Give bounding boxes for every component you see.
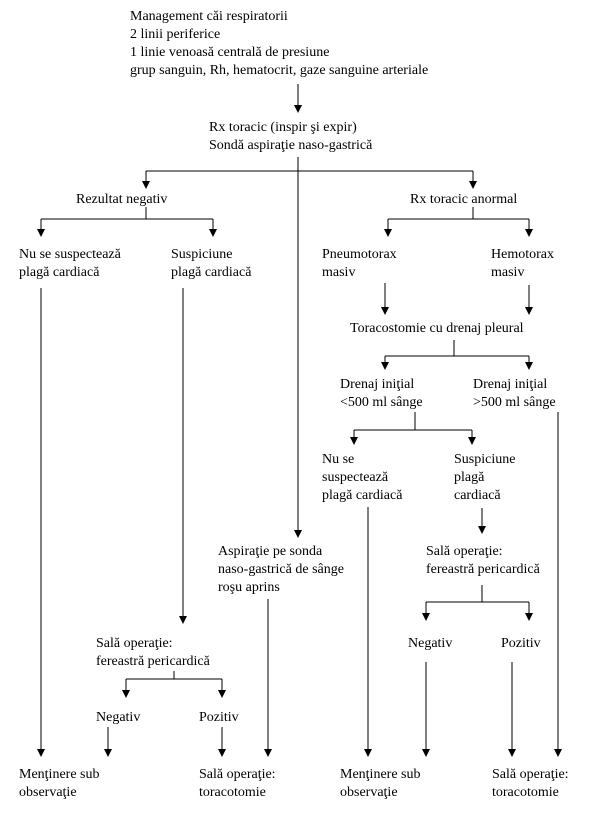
node-drenaj-sub-500: Drenaj iniţial <500 ml sânge <box>340 377 423 410</box>
node-sala-fereastra-left: Sală operaţie: fereastră pericardică <box>96 636 210 669</box>
node-toracostomie: Toracostomie cu drenaj pleural <box>350 321 524 336</box>
node-rezultat-negativ: Rezultat negativ <box>76 192 168 207</box>
node-hemotorax: Hemotorax masiv <box>491 247 554 280</box>
node-negativ-right: Negativ <box>408 636 453 651</box>
node-suspiciune: Suspiciune plagă cardiacă <box>171 247 252 280</box>
node-suspiciune-2: Suspiciune plagă cardiacă <box>454 452 516 503</box>
node-pozitiv-right: Pozitiv <box>501 636 541 651</box>
node-mentinere-2: Menţinere sub observaţie <box>340 767 421 800</box>
node-aspiratie: Aspiraţie pe sonda naso-gastrică de sâng… <box>218 544 344 595</box>
node-sala-fereastra-right: Sală operaţie: fereastră pericardică <box>426 544 540 577</box>
node-start: Management căi respiratorii 2 linii peri… <box>130 9 429 78</box>
node-pozitiv-left: Pozitiv <box>199 710 239 725</box>
node-negativ-left: Negativ <box>96 710 141 725</box>
node-toracotomie-1: Sală operaţie: toracotomie <box>199 767 276 800</box>
node-toracotomie-2: Sală operaţie: toracotomie <box>492 767 569 800</box>
node-drenaj-peste-500: Drenaj iniţial >500 ml sânge <box>473 377 556 410</box>
node-rx-anormal: Rx toracic anormal <box>410 192 518 207</box>
node-nu-suspecteaza: Nu se suspectează plagă cardiacă <box>19 247 121 280</box>
node-pneumotorax: Pneumotorax masiv <box>322 247 397 280</box>
node-nu-suspecteaza-2: Nu se suspectează plagă cardiacă <box>322 452 403 503</box>
node-rx-toracic: Rx toracic (inspir şi expir) Sondă aspir… <box>209 120 373 153</box>
node-mentinere-1: Menţinere sub observaţie <box>19 767 100 800</box>
